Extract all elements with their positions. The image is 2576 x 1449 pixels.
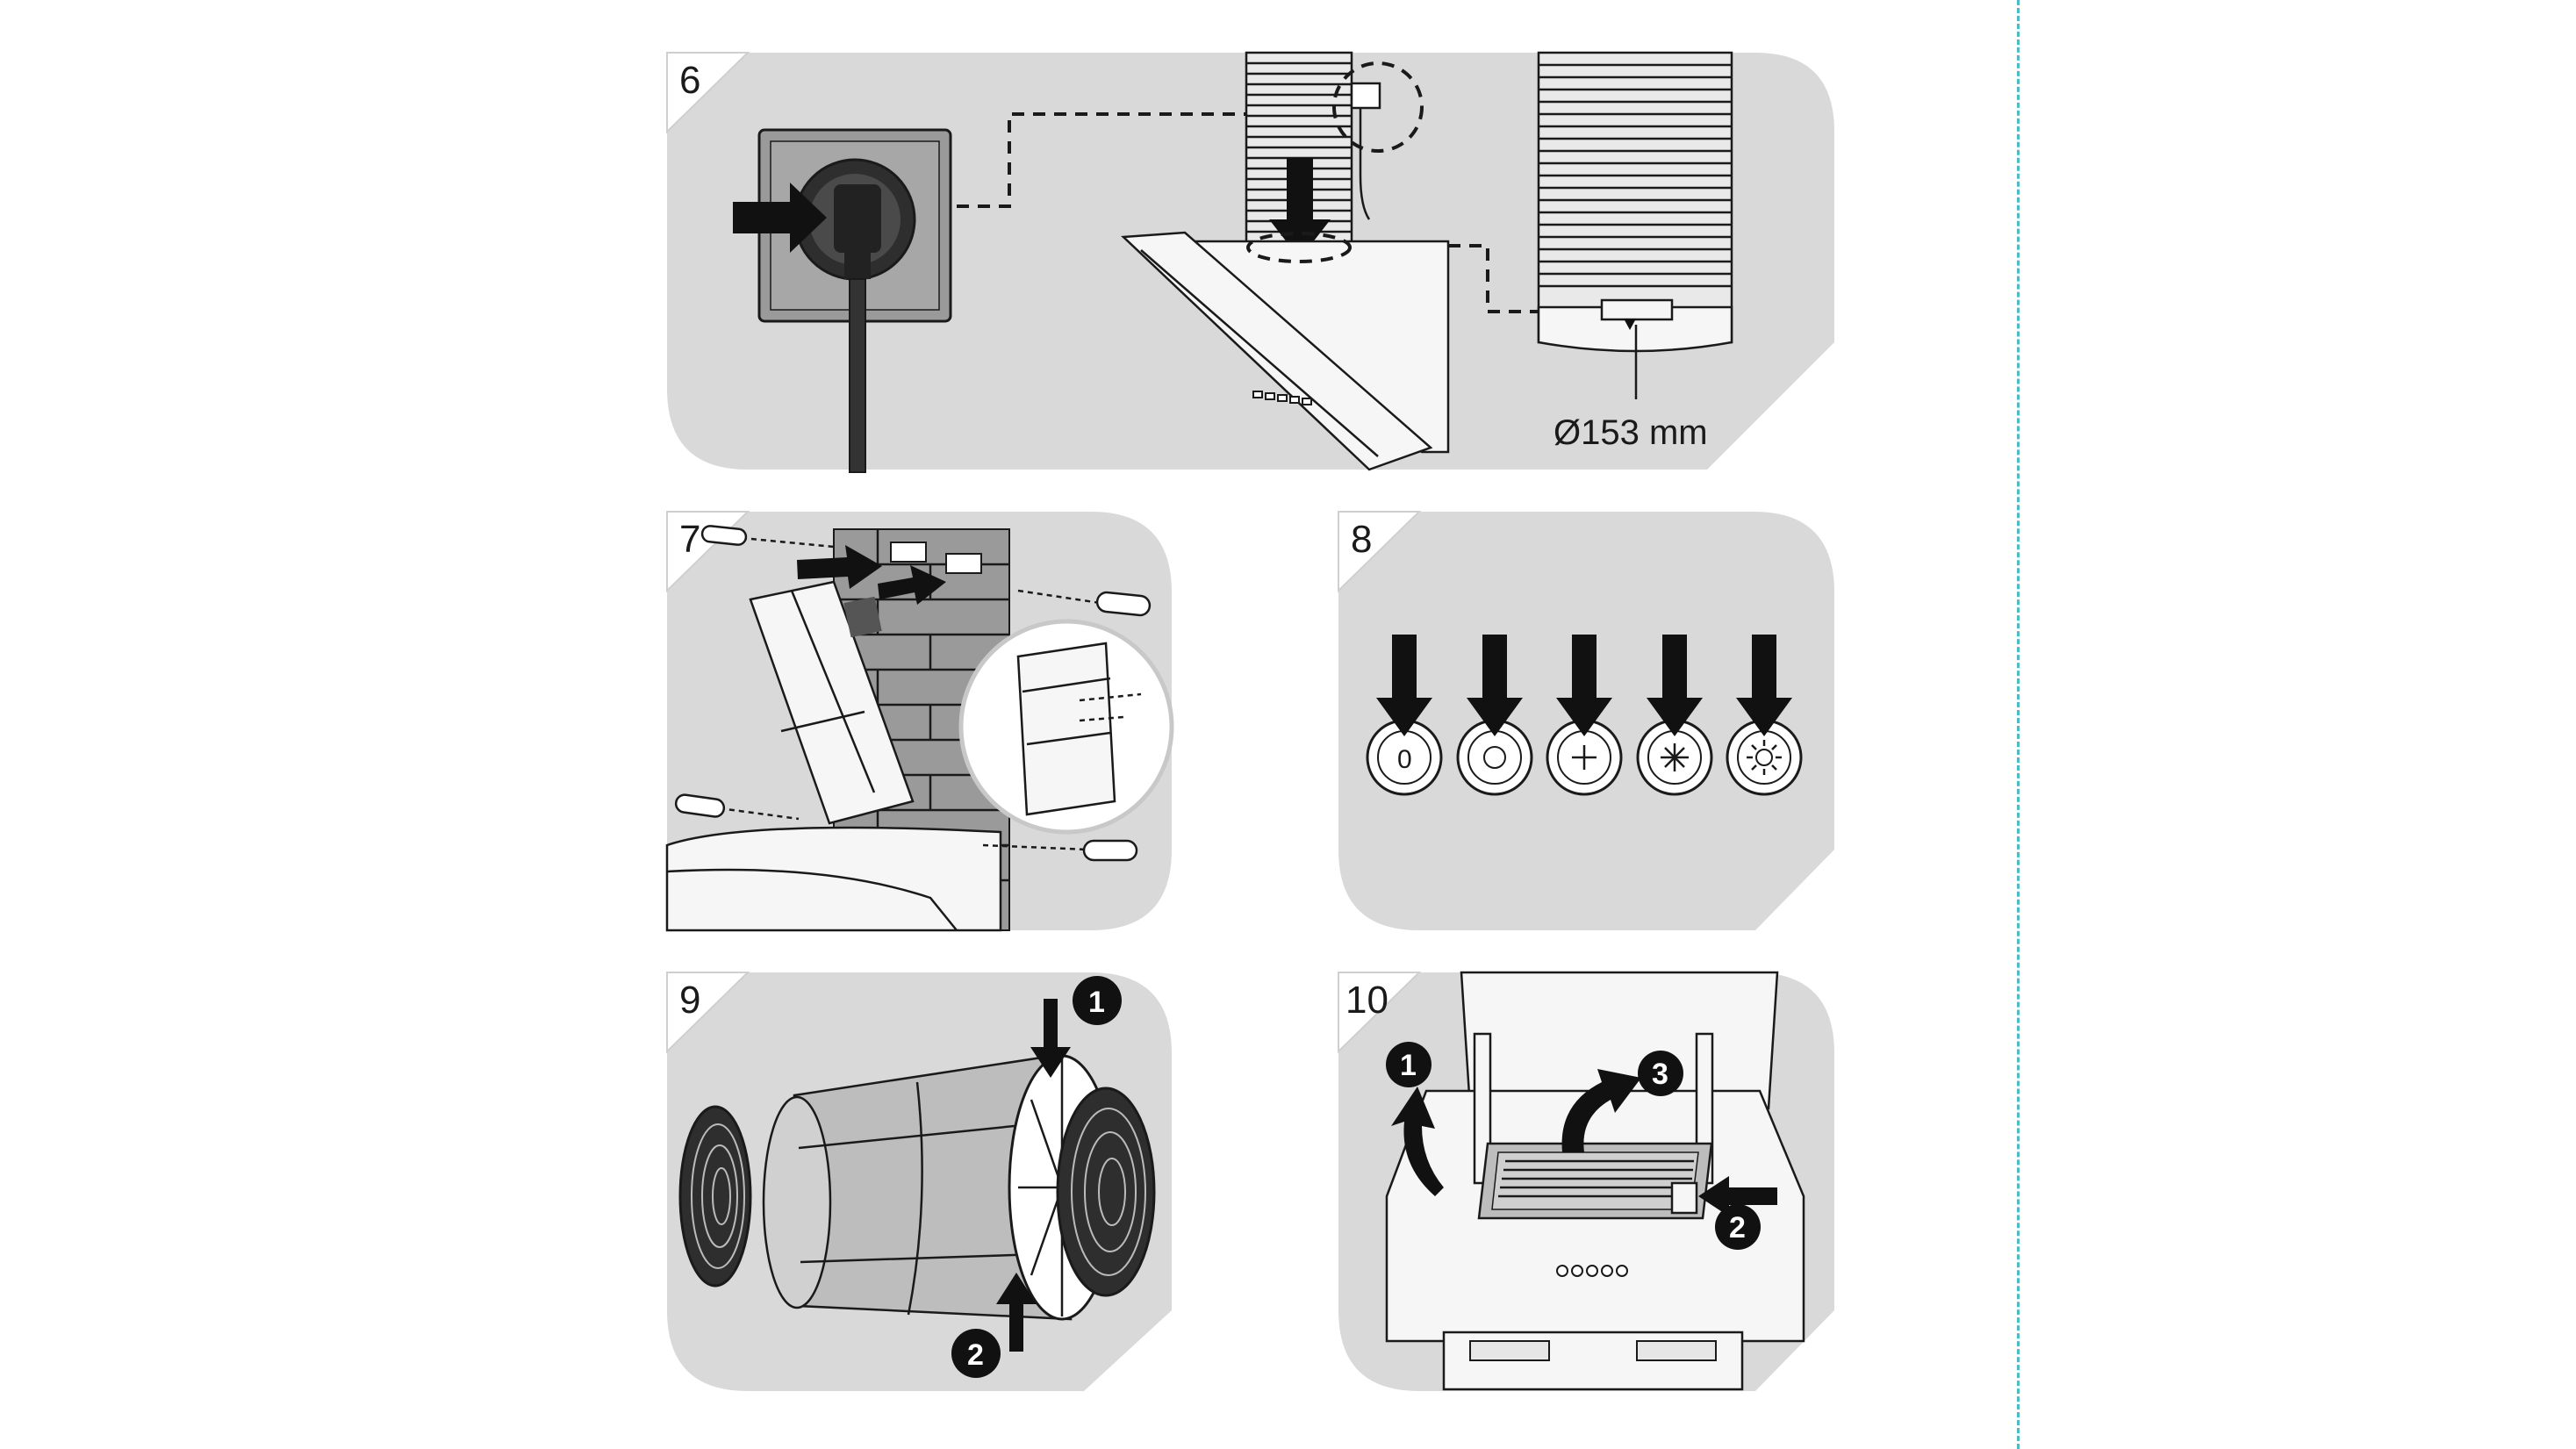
step-9-panel: 9 1 2 [666,972,1172,1391]
control-button-speed-1 [1456,635,1533,796]
step-7-panel: 7 [665,511,1174,932]
duct-size-dashed-line [1448,244,1545,313]
grease-filter-icon [1473,1032,1714,1220]
filter-latch-arrow [1698,1176,1777,1216]
step-8-number: 8 [1351,518,1372,561]
filter-remove-arrow [1561,1069,1641,1152]
step-8-panel: 8 0 [1338,511,1834,930]
filter-push-arrow-1 [1030,999,1071,1078]
control-button-light [1726,635,1803,796]
cut-guide-line [2017,0,2020,1449]
power-plug-icon [834,184,881,473]
bracket-arrow-2 [878,565,946,605]
step-9-callout-2: 2 [967,1338,984,1372]
duct-diameter-label: Ø153 mm [1553,413,1708,452]
step-9-callout-1: 1 [1088,986,1105,1019]
svg-text:0: 0 [1397,745,1412,774]
control-button-speed-2 [1546,635,1623,796]
step-6-panel: 6 [666,51,1834,473]
hood-panel-lift-arrow [1391,1087,1444,1196]
connection-dashed-line [957,112,1317,208]
duct-detail-icon [1537,51,1733,399]
filter-cap-left-icon [678,1105,752,1288]
control-button-off: 0 [1366,635,1443,796]
callout-circle-3 [1638,1051,1683,1096]
hood-chimney-icon [665,580,1002,932]
plug-insert-arrow [733,183,827,253]
filter-cap-right-icon [1056,1087,1156,1297]
step-9-number: 9 [679,979,700,1022]
step-7-number: 7 [679,518,700,561]
callout-circle-1 [1073,976,1122,1025]
bracket-detail-icon [1016,642,1142,816]
step-10-number: 10 [1345,979,1388,1022]
step-10-callout-1: 1 [1400,1049,1417,1082]
hood-power-cable [1359,88,1371,220]
cooker-hood-icon [1121,231,1450,471]
callout-circle-2 [1715,1204,1761,1250]
step-10-panel: 10 1 2 3 [1338,971,1834,1391]
screwdriver-icon [674,525,1152,862]
step-6-number: 6 [679,59,700,102]
step-10-callout-2: 2 [1729,1211,1746,1245]
callout-circle-1 [1386,1042,1432,1087]
bracket-arrow-1 [797,545,882,589]
filter-push-arrow-2 [996,1273,1037,1352]
step-10-callout-3: 3 [1652,1058,1668,1091]
cable-detail-circle [1332,61,1424,153]
callout-circle-2 [951,1329,1001,1378]
control-button-speed-3 [1636,635,1713,796]
